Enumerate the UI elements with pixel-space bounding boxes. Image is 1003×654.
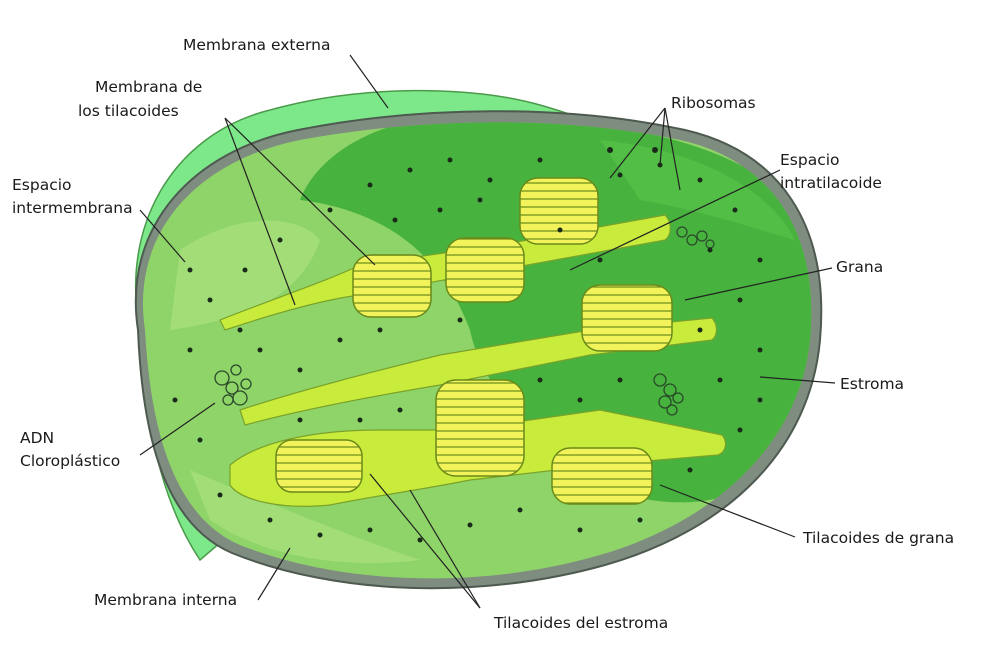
label-ribosomas: Ribosomas [671,94,756,112]
granum [582,285,672,351]
label-espacio-intermembrana: Espacio [12,176,72,194]
label-espacio-intermembrana: intermembrana [12,199,133,217]
label-grana: Grana [836,258,883,276]
granum [446,238,524,302]
label-membrana-tilacoides: los tilacoides [78,102,179,120]
label-espacio-intratilacoide: intratilacoide [780,174,882,192]
label-membrana-externa: Membrana externa [183,36,330,54]
granum [276,440,362,492]
label-espacio-intratilacoide: Espacio [780,151,840,169]
label-adn: ADN [20,429,54,447]
granum [353,255,431,317]
label-tilacoides-grana: Tilacoides de grana [802,529,954,547]
granum [436,380,524,476]
label-estroma: Estroma [840,375,904,393]
label-tilacoides-estroma: Tilacoides del estroma [493,614,668,632]
granum [520,178,598,244]
granum [552,448,652,504]
label-adn: Cloroplástico [20,452,120,470]
label-membrana-interna: Membrana interna [94,591,237,609]
label-membrana-tilacoides: Membrana de [95,78,202,96]
